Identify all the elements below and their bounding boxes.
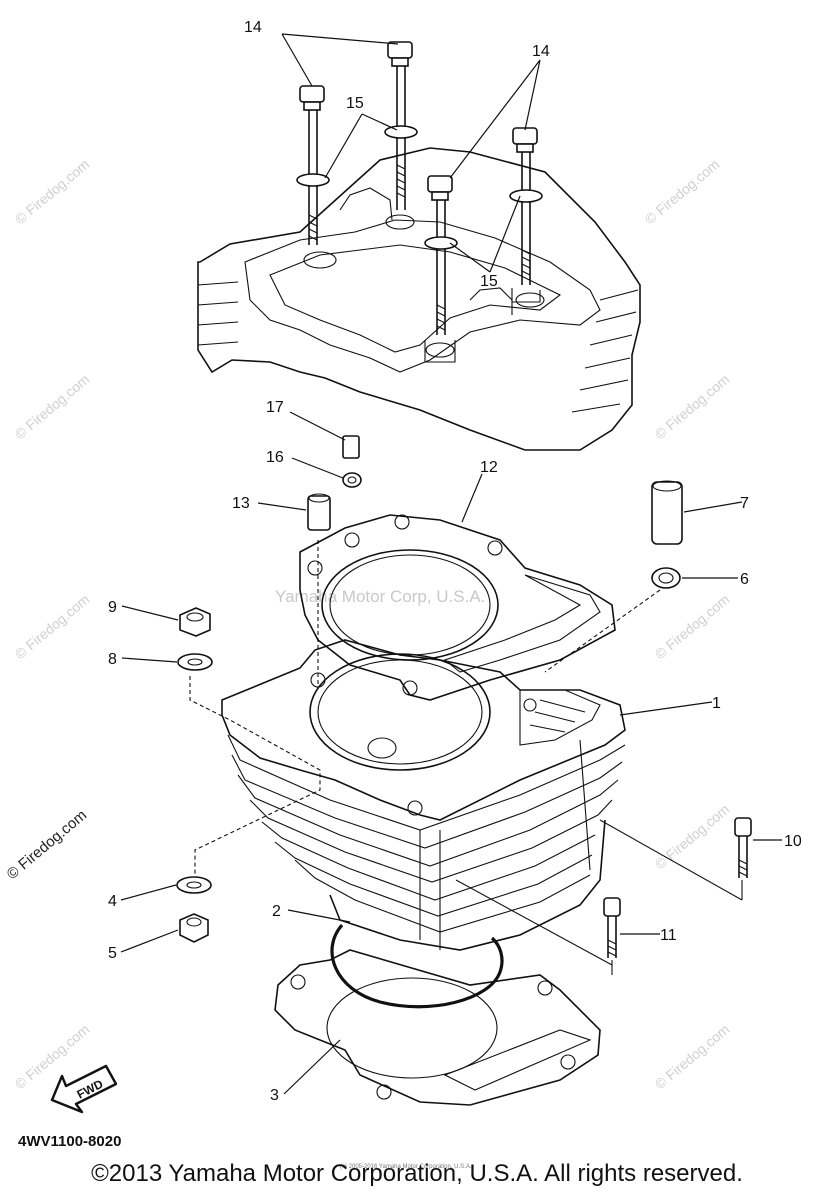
part-number: 4 (108, 893, 117, 910)
watermark-text: © Firedog.com (652, 371, 733, 442)
part-number: 1 (712, 695, 721, 712)
part-number: 14 (532, 43, 550, 60)
watermark-text: © Firedog.com (652, 591, 733, 662)
watermark-text: © Firedog.com (12, 156, 93, 227)
part-number: 2 (272, 903, 281, 920)
copyright-notice: ©2013 Yamaha Motor Corporation, U.S.A. A… (91, 1160, 743, 1187)
part-number: 3 (270, 1087, 279, 1104)
fine-print: (c) 2005-2016 Yamaha Motor Corporation, … (340, 1164, 472, 1170)
part-number: 10 (784, 833, 802, 850)
watermark-text: © Firedog.com (652, 1021, 733, 1092)
part-number: 9 (108, 599, 117, 616)
part-number: 6 (740, 571, 749, 588)
watermark-text: © Firedog.com (12, 591, 93, 662)
part-number: 16 (266, 449, 284, 466)
fwd-arrow-icon: FWD (50, 1064, 118, 1114)
watermark-text: © Firedog.com (12, 371, 93, 442)
watermark-text: © Firedog.com (652, 801, 733, 872)
part-number: 12 (480, 459, 498, 476)
part-number: 15 (346, 95, 364, 112)
part-number: 14 (244, 19, 262, 36)
part-number: 15 (480, 273, 498, 290)
diagram-code: 4WV1100-8020 (18, 1133, 121, 1150)
cylinder-head (197, 147, 641, 451)
part-number: 7 (740, 495, 749, 512)
leader-lines (120, 33, 782, 1095)
cylinder (221, 639, 626, 951)
watermark-text-dark: © Firedog.com (4, 807, 90, 883)
center-watermark: Yamaha Motor Corp, U.S.A. (275, 587, 485, 606)
head-bolts (296, 41, 543, 335)
base-gasket (274, 949, 601, 1106)
part-number: 13 (232, 495, 250, 512)
watermark-text: © Firedog.com (642, 156, 723, 227)
part-number: 5 (108, 945, 117, 962)
part-number: 11 (660, 927, 677, 944)
part-number: 8 (108, 651, 117, 668)
small-parts (176, 435, 752, 958)
part-number: 17 (266, 399, 284, 416)
o-ring (330, 923, 504, 1009)
part-labels: 14 14 15 15 17 16 12 13 7 6 9 8 1 10 4 2… (108, 19, 802, 1104)
